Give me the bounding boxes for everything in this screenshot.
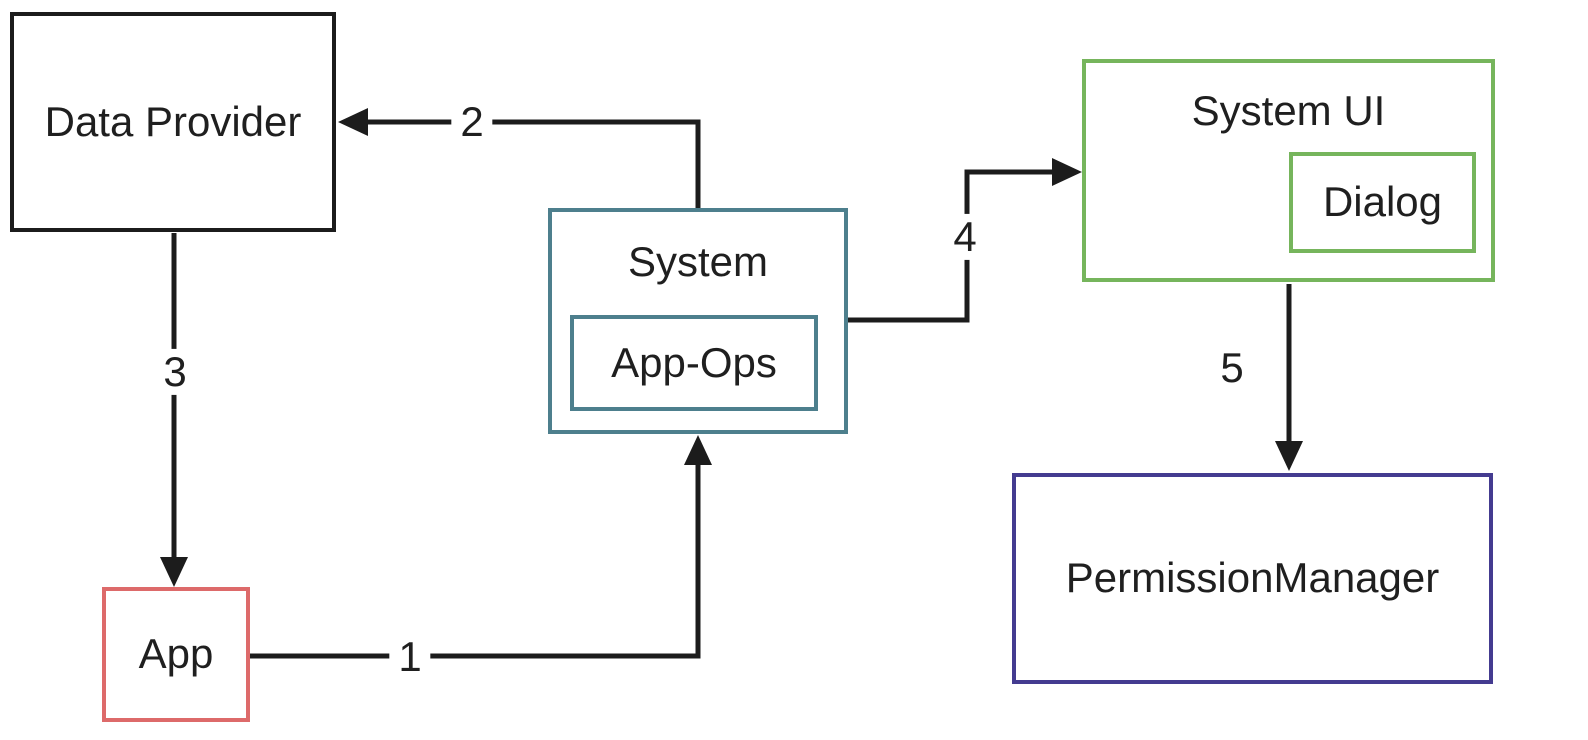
- edge-label-1: 1: [389, 633, 431, 681]
- node-dialog-label: Dialog: [1322, 178, 1443, 226]
- edge-label-2: 2: [451, 98, 493, 146]
- edge-label-4: 4: [944, 213, 986, 261]
- node-permission-manager: PermissionManager: [1012, 473, 1493, 684]
- edge-system-to-data-provider: [338, 108, 701, 210]
- edge-app-to-system: [250, 435, 712, 659]
- node-data-provider: Data Provider: [10, 12, 336, 232]
- edge-data-provider-to-app: [160, 233, 188, 587]
- edge-system-ui-to-permission-manager: [1275, 284, 1303, 471]
- node-app-label: App: [138, 630, 214, 678]
- node-permission-manager-label: PermissionManager: [1065, 554, 1440, 602]
- node-data-provider-label: Data Provider: [44, 97, 302, 145]
- node-app-ops-label: App-Ops: [611, 338, 777, 386]
- node-app: App: [102, 587, 250, 722]
- edge-label-3: 3: [154, 348, 196, 396]
- node-dialog: Dialog: [1289, 152, 1476, 253]
- node-system-ui-label: System UI: [1191, 87, 1386, 134]
- node-system-label: System: [627, 238, 769, 285]
- node-app-ops: App-Ops: [570, 315, 818, 411]
- edge-label-5: 5: [1211, 344, 1253, 392]
